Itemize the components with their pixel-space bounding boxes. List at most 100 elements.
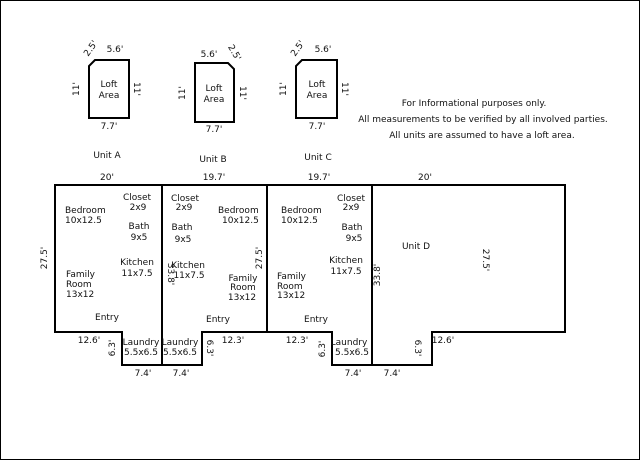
- loft-b-outline: [194, 62, 235, 123]
- unit-a-kitchen: Kitchen: [120, 258, 154, 268]
- loft-a-outline: [88, 59, 130, 119]
- unit-a-closet: Closet: [123, 193, 152, 203]
- unit-a-family-room-2: Room: [66, 280, 92, 290]
- unit-a-laundry: Laundry: [123, 338, 160, 348]
- note-3: All units are assumed to have a loft are…: [389, 131, 574, 141]
- unit-b-left-dimension: 33.8': [165, 263, 175, 286]
- loft-c-top-left-dimension: 2.5': [289, 39, 307, 58]
- loft-b-top-right-dimension: 2.5': [225, 43, 242, 63]
- unit-a-bath-size: 9x5: [131, 233, 148, 243]
- loft-b-bottom-dimension: 7.7': [206, 125, 223, 135]
- loft-a-right-dimension: 11': [131, 82, 141, 96]
- unit-b-closet-size: 2x9: [176, 203, 193, 213]
- unit-b-step-dimension: 6.3': [204, 340, 214, 357]
- unit-b-bath: Bath: [172, 223, 193, 233]
- note-1: For Informational purposes only.: [402, 99, 547, 109]
- loft-b: Loft Area 5.6' 2.5' 11' 11' 7.7' Unit B: [178, 43, 247, 165]
- unit-c-kitchen: Kitchen: [329, 256, 363, 266]
- unit-b-laundry-size: 5.5x6.5: [163, 348, 197, 358]
- unit-b-bedroom-size: 10x12.5: [222, 216, 259, 226]
- loft-a: Loft Area 2.5' 5.6' 11' 11' 7.7' Unit A: [72, 39, 141, 161]
- unit-a-caption: Unit A: [93, 151, 121, 161]
- unit-b-top-dimension: 19.7': [203, 173, 226, 183]
- unit-c: 19.7' Bedroom 10x12.5 Closet 2x9 Bath 9x…: [277, 173, 369, 379]
- unit-d: 20' Unit D 33.8' 27.5' 6.3' 12.6' 7.4': [373, 173, 490, 379]
- unit-a-kitchen-size: 11x7.5: [121, 269, 152, 279]
- unit-a-family-room: Family: [66, 270, 96, 280]
- loft-a-top-right-dimension: 5.6': [107, 45, 124, 55]
- unit-b-caption: Unit B: [199, 155, 226, 165]
- unit-a-family-room-size: 13x12: [66, 290, 94, 300]
- loft-a-left-dimension: 11': [72, 82, 82, 96]
- unit-a-bottom-dimension: 12.6': [78, 336, 101, 346]
- unit-b-kitchen: Kitchen: [171, 261, 205, 271]
- unit-a-bedroom: Bedroom: [65, 206, 106, 216]
- loft-c-left-dimension: 11': [279, 82, 289, 96]
- loft-a-bottom-dimension: 7.7': [101, 122, 118, 132]
- loft-a-label-2: Area: [99, 91, 120, 101]
- loft-a-top-left-dimension: 2.5': [82, 39, 100, 58]
- unit-c-family-room: Family: [277, 272, 307, 282]
- unit-a-bath: Bath: [129, 222, 150, 232]
- unit-b-family-room-2: Room: [230, 283, 256, 293]
- unit-b-family-room-size: 13x12: [228, 293, 256, 303]
- unit-c-laundry-size: 5.5x6.5: [335, 348, 369, 358]
- unit-c-bath-size: 9x5: [346, 234, 363, 244]
- loft-c-outline: [295, 59, 338, 119]
- unit-a-entry: Entry: [95, 313, 120, 323]
- unit-c-step-dimension: 6.3': [318, 341, 328, 358]
- building-outline: [54, 184, 566, 366]
- loft-b-right-dimension: 11': [237, 86, 247, 100]
- unit-c-entry: Entry: [304, 315, 329, 325]
- unit-b-bedroom: Bedroom: [218, 206, 259, 216]
- loft-c: Loft Area 2.5' 5.6' 11' 11' 7.7' Unit C: [279, 39, 349, 163]
- unit-c-laundry-width: 7.4': [345, 369, 362, 379]
- unit-a-bedroom-size: 10x12.5: [65, 216, 102, 226]
- loft-c-label-2: Area: [307, 91, 328, 101]
- unit-c-closet-size: 2x9: [343, 203, 360, 213]
- loft-c-top-right-dimension: 5.6': [315, 45, 332, 55]
- unit-a: 20' 27.5' Bedroom 10x12.5 Closet 2x9 Bat…: [40, 173, 160, 379]
- unit-b: 19.7' Closet 2x9 Bedroom 10x12.5 Bath 9x…: [162, 173, 265, 379]
- unit-d-left-dimension: 33.8': [373, 264, 383, 287]
- unit-a-laundry-width: 7.4': [135, 369, 152, 379]
- unit-d-right-dimension: 27.5': [480, 249, 490, 272]
- unit-b-bath-size: 9x5: [175, 235, 192, 245]
- unit-c-bath: Bath: [342, 223, 363, 233]
- unit-c-family-room-2: Room: [277, 282, 303, 292]
- unit-a-closet-size: 2x9: [130, 203, 147, 213]
- unit-b-right-dimension: 27.5': [255, 247, 265, 270]
- unit-a-top-dimension: 20': [100, 173, 114, 183]
- unit-b-family-room: Family: [229, 274, 259, 284]
- unit-c-caption: Unit C: [304, 153, 331, 163]
- loft-b-top-left-dimension: 5.6': [201, 50, 218, 60]
- unit-c-family-room-size: 13x12: [277, 291, 305, 301]
- loft-b-label-2: Area: [204, 95, 225, 105]
- note-2: All measurements to be verified by all i…: [358, 115, 608, 125]
- loft-b-left-dimension: 11': [178, 86, 188, 100]
- unit-b-laundry: Laundry: [162, 338, 199, 348]
- loft-c-label-1: Loft: [309, 80, 326, 90]
- unit-a-laundry-size: 5.5x6.5: [124, 348, 158, 358]
- unit-d-bottom-dimension: 12.6': [432, 336, 455, 346]
- unit-b-kitchen-size: 11x7.5: [173, 271, 204, 281]
- unit-d-label: Unit D: [402, 242, 430, 252]
- unit-d-laundry-width: 7.4': [384, 369, 401, 379]
- unit-b-entry: Entry: [206, 315, 231, 325]
- notes: For Informational purposes only. All mea…: [358, 99, 608, 141]
- unit-c-bedroom: Bedroom: [281, 206, 322, 216]
- unit-c-kitchen-size: 11x7.5: [330, 267, 361, 277]
- unit-c-bedroom-size: 10x12.5: [281, 216, 318, 226]
- loft-b-label-1: Loft: [206, 84, 223, 94]
- loft-c-right-dimension: 11': [339, 82, 349, 96]
- unit-a-left-dimension: 27.5': [40, 247, 50, 270]
- unit-d-step-dimension: 6.3': [412, 340, 422, 357]
- unit-b-bottom-dimension: 12.3': [222, 336, 245, 346]
- unit-a-step-dimension: 6.3': [108, 340, 118, 357]
- unit-c-bottom-dimension: 12.3': [286, 336, 309, 346]
- unit-b-laundry-width: 7.4': [173, 369, 190, 379]
- unit-d-top-dimension: 20': [418, 173, 432, 183]
